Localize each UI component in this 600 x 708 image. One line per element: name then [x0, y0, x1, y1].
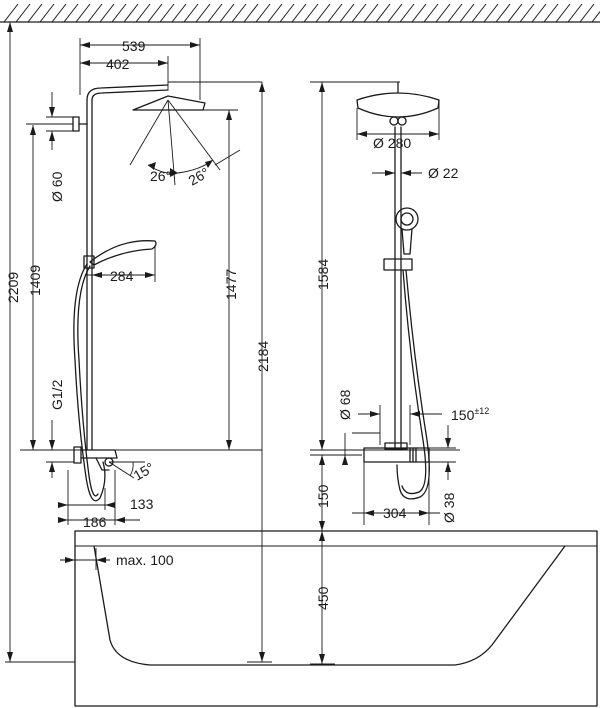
- ceiling-hatch-line: [495, 3, 511, 23]
- ceiling-hatch-line: [267, 3, 283, 23]
- dim-402: 402: [106, 56, 130, 72]
- ceiling-hatch-line: [327, 3, 343, 23]
- dim-g12: G1/2: [49, 379, 65, 410]
- dim-2209: 2209: [5, 272, 21, 303]
- dim-diameter-60: Ø 60: [49, 171, 65, 202]
- ceiling-hatch-line: [315, 3, 331, 23]
- bathtub: [74, 530, 598, 707]
- ceiling-hatch-line: [51, 3, 67, 23]
- ceiling-hatch-line: [207, 3, 223, 23]
- right-shower-front-view: [356, 81, 440, 500]
- ceiling: [0, 3, 600, 23]
- dimension-lines: [5, 22, 460, 665]
- ceiling-hatch-line: [411, 3, 427, 23]
- ceiling-hatch-line: [123, 3, 139, 23]
- ceiling-hatch-line: [387, 3, 403, 23]
- ceiling-hatch-line: [483, 3, 499, 23]
- dim-304: 304: [383, 505, 407, 521]
- ceiling-hatch-line: [195, 3, 211, 23]
- rain-shower-head-icon: [356, 92, 440, 118]
- ceiling-hatch-line: [135, 3, 151, 23]
- ceiling-hatch-line: [255, 3, 271, 23]
- hand-shower-icon: [395, 207, 419, 231]
- ceiling-hatch-line: [507, 3, 523, 23]
- ceiling-hatch-line: [291, 3, 307, 23]
- ceiling-hatch-line: [579, 3, 595, 23]
- dim-1477: 1477: [223, 269, 239, 300]
- ceiling-hatch-line: [75, 3, 91, 23]
- ceiling-hatch-line: [567, 3, 583, 23]
- ceiling-hatch-line: [147, 3, 163, 23]
- ceiling-hatch-line: [159, 3, 175, 23]
- left-shower-side-view: [72, 84, 206, 502]
- ceiling-hatch-line: [111, 3, 127, 23]
- dim-angle-right: 26°: [186, 164, 212, 188]
- ceiling-hatch-line: [543, 3, 559, 23]
- ceiling-hatch-line: [471, 3, 487, 23]
- ceiling-hatch-line: [351, 3, 367, 23]
- ceiling-hatch-line: [15, 3, 31, 23]
- ceiling-hatch-line: [3, 3, 19, 23]
- dim-diameter-22: Ø 22: [428, 165, 459, 181]
- ceiling-hatch-line: [243, 3, 259, 23]
- dim-284: 284: [110, 268, 134, 284]
- ceiling-hatch-line: [519, 3, 535, 23]
- dim-186: 186: [83, 514, 107, 530]
- thermostat-icon: [363, 447, 430, 463]
- dim-2184: 2184: [255, 341, 271, 372]
- ceiling-hatch-line: [423, 3, 439, 23]
- ceiling-hatch-line: [375, 3, 391, 23]
- head-shower-icon: [132, 95, 206, 111]
- dim-angle-left: 26°: [150, 168, 171, 184]
- ceiling-hatch-line: [99, 3, 115, 23]
- dim-450: 450: [315, 586, 331, 610]
- ceiling-hatch-line: [363, 3, 379, 23]
- ceiling-hatch-line: [555, 3, 571, 23]
- dim-133: 133: [130, 496, 154, 512]
- ceiling-hatch-line: [435, 3, 451, 23]
- dim-diameter-68: Ø 68: [337, 389, 353, 420]
- ceiling-hatch-line: [303, 3, 319, 23]
- ceiling-hatch-line: [591, 10, 600, 23]
- dim-1409: 1409: [27, 265, 43, 296]
- ceiling-hatch-line: [339, 3, 355, 23]
- ceiling-hatch-line: [447, 3, 463, 23]
- ceiling-hatch-line: [171, 3, 187, 23]
- ceiling-hatch-line: [399, 3, 415, 23]
- dimension-arrows: [7, 22, 451, 664]
- ceiling-hatch-line: [231, 3, 247, 23]
- spout-icon: [95, 457, 110, 471]
- ceiling-hatch-line: [219, 3, 235, 23]
- dim-150-tolerance: 150±12: [451, 406, 489, 423]
- ceiling-hatch-line: [459, 3, 475, 23]
- ceiling-hatch-line: [87, 3, 103, 23]
- dim-diameter-38: Ø 38: [441, 492, 457, 523]
- ceiling-hatch-line: [279, 3, 295, 23]
- ceiling-hatch-line: [183, 3, 199, 23]
- dim-max-100: max. 100: [116, 552, 174, 568]
- dim-diameter-280: Ø 280: [373, 135, 411, 151]
- dim-15deg: 15°: [131, 459, 157, 483]
- ceiling-hatch-line: [39, 3, 55, 23]
- hand-shower-icon: [89, 240, 157, 266]
- dim-539: 539: [122, 38, 146, 54]
- ceiling-hatch-line: [531, 3, 547, 23]
- dim-1584: 1584: [315, 259, 331, 290]
- ceiling-hatch-line: [27, 3, 43, 23]
- ceiling-hatch-line: [63, 3, 79, 23]
- dim-150: 150: [315, 484, 331, 508]
